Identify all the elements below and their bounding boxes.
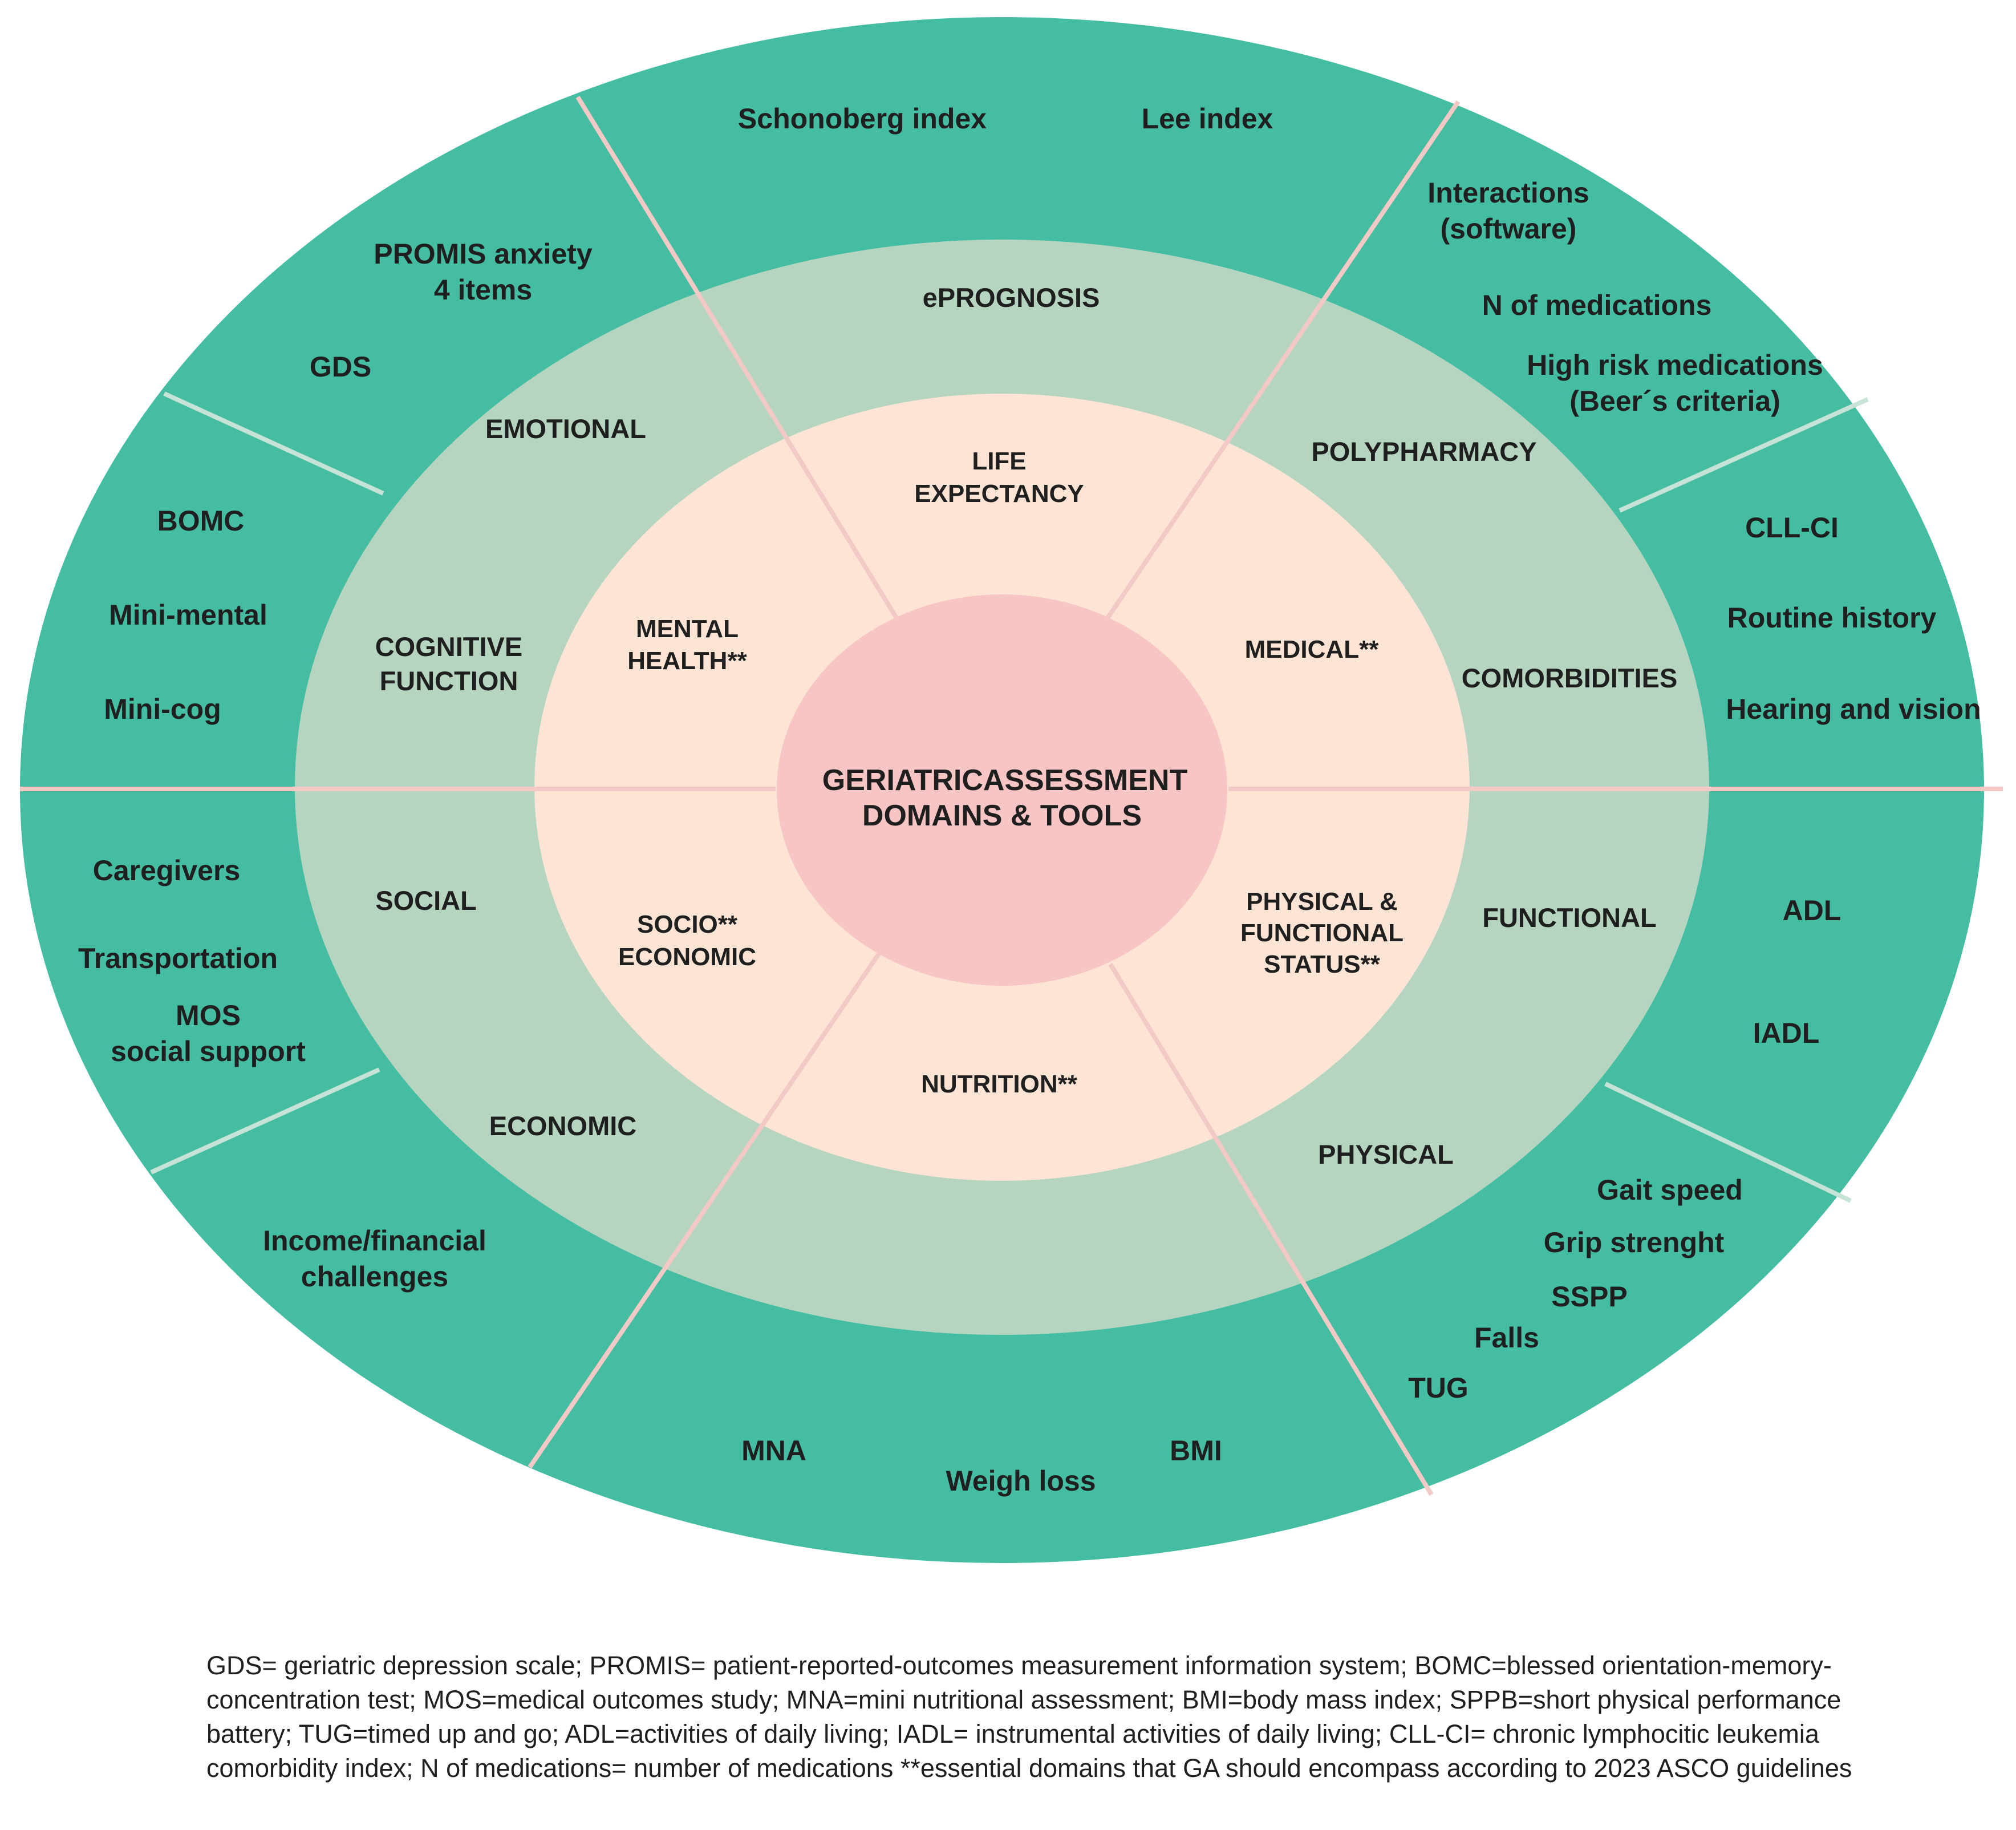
center-title-line1: GERIATRICASSESSMENT xyxy=(822,764,1188,797)
tool-transportation: Transportation xyxy=(78,942,278,974)
domain-socio-economic-line1: SOCIO** xyxy=(637,910,738,938)
tool-cll-ci: CLL-CI xyxy=(1745,512,1839,544)
geriatric-assessment-diagram: GERIATRICASSESSMENT DOMAINS & TOOLS LIFE… xyxy=(20,17,2003,1563)
tool-dividers xyxy=(150,391,1869,1203)
domain-physical-functional-line2: FUNCTIONAL xyxy=(1240,919,1404,947)
tool-income-line1: Income/financial xyxy=(263,1225,486,1257)
tool-mini-mental: Mini-mental xyxy=(109,599,267,631)
subdomain-functional: FUNCTIONAL xyxy=(1482,902,1656,933)
tool-income-line2: challenges xyxy=(301,1261,448,1293)
center-circle xyxy=(777,594,1227,986)
tool-adl: ADL xyxy=(1783,894,1841,926)
tool-falls: Falls xyxy=(1474,1322,1539,1354)
domain-mental-health-line1: MENTAL xyxy=(636,615,739,643)
tool-routine-history: Routine history xyxy=(1727,602,1937,634)
domain-life-expectancy-line1: LIFE xyxy=(972,447,1026,475)
subdomain-polypharmacy: POLYPHARMACY xyxy=(1311,436,1536,467)
subdomain-emotional: EMOTIONAL xyxy=(485,414,646,444)
domain-socio-economic-line2: ECONOMIC xyxy=(618,943,756,971)
subdomain-physical: PHYSICAL xyxy=(1318,1139,1454,1169)
tool-n-medications: N of medications xyxy=(1482,289,1712,321)
subdomain-comorbidities: COMORBIDITIES xyxy=(1462,663,1678,693)
tool-promis-line1: PROMIS anxiety xyxy=(374,238,593,270)
tool-high-risk-line1: High risk medications xyxy=(1527,349,1823,381)
tool-tug: TUG xyxy=(1408,1372,1469,1404)
tool-mini-cog: Mini-cog xyxy=(104,693,221,725)
domain-dividers xyxy=(20,95,2003,1496)
domain-mental-health-line2: HEALTH** xyxy=(627,647,747,675)
tool-mos-line1: MOS xyxy=(176,999,241,1031)
subdomain-cognitive-line1: COGNITIVE xyxy=(375,631,523,662)
abbreviations-caption: GDS= geriatric depression scale; PROMIS=… xyxy=(206,1651,1852,1783)
subdomain-social: SOCIAL xyxy=(375,885,477,916)
tool-iadl: IADL xyxy=(1753,1017,1820,1049)
tool-interactions-line2: (software) xyxy=(1441,213,1577,245)
subdomain-economic: ECONOMIC xyxy=(489,1111,637,1141)
tool-sspp: SSPP xyxy=(1551,1281,1627,1313)
center-title-line2: DOMAINS & TOOLS xyxy=(862,799,1142,832)
tool-mna: MNA xyxy=(741,1435,806,1467)
domain-physical-functional-line1: PHYSICAL & xyxy=(1246,888,1398,916)
tool-weigh-loss: Weigh loss xyxy=(946,1465,1096,1497)
tool-high-risk-line2: (Beer´s criteria) xyxy=(1569,385,1780,417)
domain-medical: MEDICAL** xyxy=(1245,635,1380,663)
tool-interactions-line1: Interactions xyxy=(1427,177,1589,209)
tool-grip-strength: Grip strenght xyxy=(1544,1226,1725,1258)
tool-bmi: BMI xyxy=(1170,1435,1222,1467)
tool-gait-speed: Gait speed xyxy=(1597,1174,1743,1206)
tool-gds: GDS xyxy=(310,351,371,383)
subdomain-eprognosis: ePROGNOSIS xyxy=(923,282,1100,313)
tool-schonoberg-index: Schonoberg index xyxy=(738,103,987,135)
subdomain-cognitive-line2: FUNCTION xyxy=(380,666,518,696)
tool-bomc: BOMC xyxy=(157,505,245,537)
tool-lee-index: Lee index xyxy=(1142,103,1273,135)
domain-life-expectancy-line2: EXPECTANCY xyxy=(914,480,1084,508)
domain-physical-functional-line3: STATUS** xyxy=(1264,950,1381,978)
tool-hearing-vision: Hearing and vision xyxy=(1726,693,1981,725)
domain-nutrition: NUTRITION** xyxy=(921,1070,1078,1098)
tool-caregivers: Caregivers xyxy=(93,855,241,886)
tool-promis-line2: 4 items xyxy=(434,274,532,306)
tool-mos-line2: social support xyxy=(111,1035,306,1067)
